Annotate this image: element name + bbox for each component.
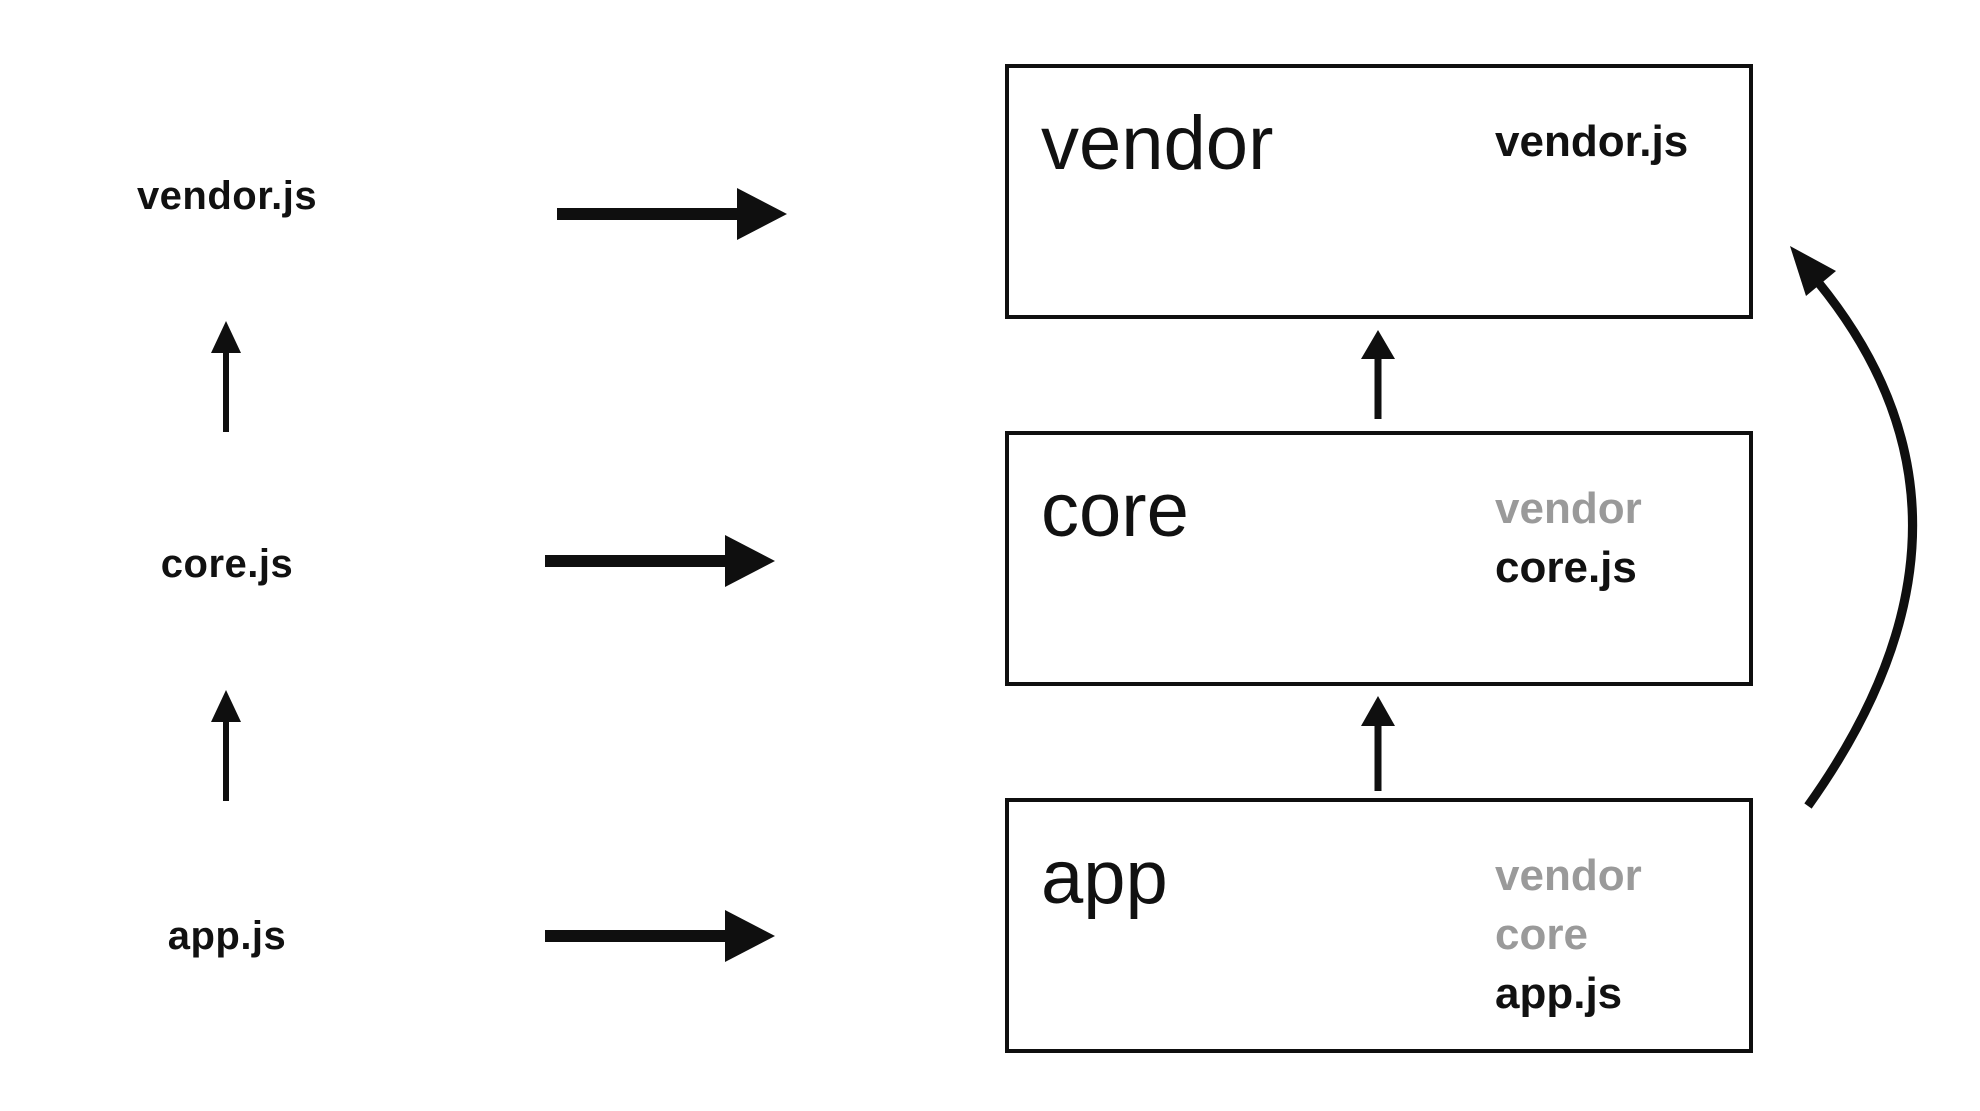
bundle-box-vendor: vendor vendor.js: [1005, 64, 1753, 319]
bundle-file-list-core: vendor core.js: [1495, 479, 1642, 597]
bundle-file-vendor-muted: vendor: [1495, 484, 1642, 533]
source-file-label-vendorjs: vendor.js: [136, 174, 318, 218]
source-file-label-appjs: app.js: [167, 914, 287, 958]
bundle-box-core: core vendor core.js: [1005, 431, 1753, 686]
bundle-title-core: core: [1041, 468, 1189, 553]
up-arrow-core-bundle-to-vendor-bundle-icon: [1361, 330, 1395, 419]
right-arrow-corejs-to-core-bundle-icon: [545, 535, 775, 587]
curved-arrow-app-bundle-to-vendor-bundle-icon: [1790, 246, 1918, 809]
up-arrow-appjs-to-corejs-icon: [211, 690, 241, 801]
bundle-file-list-vendor: vendor.js: [1495, 112, 1688, 171]
bundle-file-appjs: app.js: [1495, 969, 1623, 1018]
up-arrow-app-bundle-to-core-bundle-icon: [1361, 696, 1395, 791]
bundle-file-list-app: vendor core app.js: [1495, 846, 1642, 1023]
bundle-title-vendor: vendor: [1041, 101, 1274, 186]
right-arrow-vendorjs-to-vendor-bundle-icon: [557, 188, 787, 240]
up-arrow-corejs-to-vendorjs-icon: [211, 321, 241, 432]
bundle-file-corejs: core.js: [1495, 543, 1637, 592]
bundle-box-app: app vendor core app.js: [1005, 798, 1753, 1053]
bundle-file-core-muted: core: [1495, 910, 1588, 959]
bundle-file-vendor-muted: vendor: [1495, 851, 1642, 900]
bundle-file-vendorjs: vendor.js: [1495, 117, 1689, 166]
bundle-title-app: app: [1041, 835, 1168, 920]
right-arrow-appjs-to-app-bundle-icon: [545, 910, 775, 962]
source-file-label-corejs: core.js: [160, 542, 294, 586]
